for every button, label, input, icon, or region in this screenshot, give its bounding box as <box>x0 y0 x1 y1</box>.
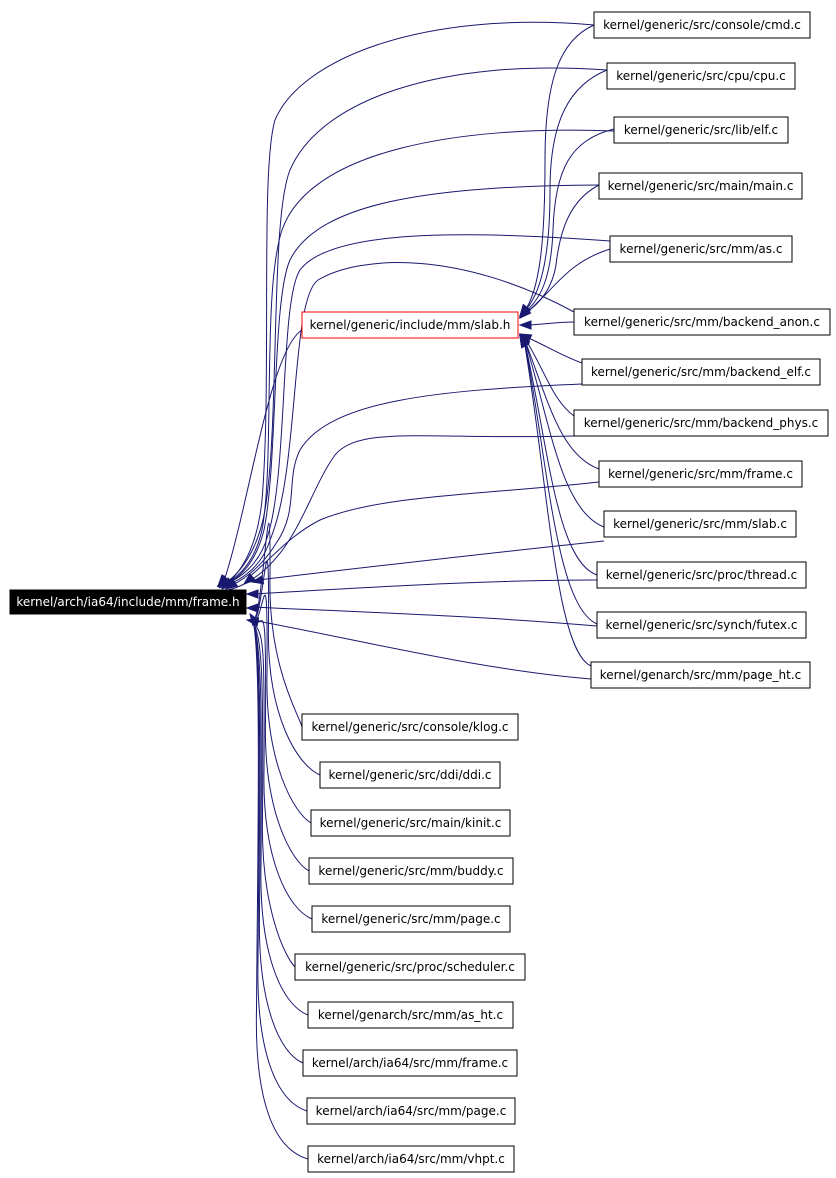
graph-arrowheads <box>216 303 533 627</box>
node-label: kernel/generic/src/lib/elf.c <box>624 123 778 137</box>
node-kernel-generic-src-mm-slab-c[interactable]: kernel/generic/src/mm/slab.c <box>603 510 797 538</box>
node-kernel-generic-src-mm-backend-anon-c[interactable]: kernel/generic/src/mm/backend_anon.c <box>573 308 831 336</box>
node-label: kernel/generic/src/ddi/ddi.c <box>328 768 491 782</box>
node-kernel-generic-src-mm-backend-elf-c[interactable]: kernel/generic/src/mm/backend_elf.c <box>581 358 821 386</box>
node-kernel-genarch-src-mm-page-ht-c[interactable]: kernel/genarch/src/mm/page_ht.c <box>590 661 811 689</box>
node-label: kernel/generic/src/mm/buddy.c <box>318 864 503 878</box>
edge-node-6-to-slab-h <box>523 335 583 364</box>
graph-nodes: kernel/generic/src/console/cmd.c kernel/g… <box>294 11 831 1173</box>
edge-node-16-to-root <box>251 617 310 872</box>
node-kernel-generic-src-console-cmd-c[interactable]: kernel/generic/src/console/cmd.c <box>593 11 811 39</box>
edge-node-8-to-root <box>247 481 600 579</box>
edge-node-22-to-root <box>251 617 309 1160</box>
edge-node-0-to-root <box>224 21 595 586</box>
arrow-slab-h-from-node-5 <box>518 320 532 330</box>
edge-node-8-to-slab-h <box>523 337 600 470</box>
edge-node-21-to-root <box>251 617 308 1112</box>
edge-node-4-to-root <box>217 234 611 588</box>
node-kernel-generic-src-mm-as-c[interactable]: kernel/generic/src/mm/as.c <box>609 235 793 263</box>
arrow-root-from-node-8 <box>242 573 256 585</box>
node-label: kernel/arch/ia64/src/mm/page.c <box>316 1104 507 1118</box>
node-label: kernel/generic/src/mm/as.c <box>620 242 783 256</box>
arrow-slab-h-from-node-4 <box>518 306 532 320</box>
node-label: kernel/generic/src/cpu/cpu.c <box>616 69 786 83</box>
edge-node-0-to-slab-h <box>523 24 595 313</box>
edge-node-2-to-root <box>219 129 615 587</box>
node-label: kernel/generic/src/main/kinit.c <box>320 816 502 830</box>
node-label: kernel/generic/src/mm/slab.c <box>613 517 787 531</box>
arrow-root-from-lower-nodes <box>249 612 261 627</box>
node-label: kernel/genarch/src/mm/page_ht.c <box>600 668 802 682</box>
node-label: kernel/generic/src/proc/scheduler.c <box>305 960 515 974</box>
node-kernel-arch-ia64-src-mm-page-c[interactable]: kernel/arch/ia64/src/mm/page.c <box>306 1097 516 1125</box>
edge-slab-h-to-root <box>224 329 303 579</box>
edge-node-18-to-root <box>251 617 296 968</box>
edge-node-7-to-slab-h <box>523 336 575 417</box>
edge-node-5-to-slab-h <box>529 321 575 326</box>
root-node-label: kernel/arch/ia64/include/mm/frame.h <box>16 595 239 609</box>
node-label: kernel/generic/src/mm/backend_phys.c <box>584 416 819 430</box>
node-slab-h[interactable]: kernel/generic/include/mm/slab.h <box>301 311 519 339</box>
node-label: kernel/generic/src/mm/backend_elf.c <box>591 365 811 379</box>
node-label: kernel/arch/ia64/src/mm/frame.c <box>312 1056 508 1070</box>
node-kernel-generic-src-mm-frame-c[interactable]: kernel/generic/src/mm/frame.c <box>598 460 803 488</box>
edge-node-12-to-slab-h <box>523 339 592 667</box>
edge-node-14-to-root <box>251 560 321 776</box>
edge-node-2-to-slab-h <box>523 128 615 314</box>
node-kernel-generic-src-cpu-cpu-c[interactable]: kernel/generic/src/cpu/cpu.c <box>606 62 796 90</box>
node-label: kernel/generic/src/console/cmd.c <box>603 18 801 32</box>
edge-node-17-to-root <box>251 617 313 920</box>
edge-node-3-to-root <box>218 184 600 588</box>
node-label: kernel/generic/src/mm/backend_anon.c <box>584 315 820 329</box>
edge-node-11-to-root <box>251 606 598 627</box>
node-kernel-generic-src-synch-futex-c[interactable]: kernel/generic/src/synch/futex.c <box>596 611 807 639</box>
graph-edges <box>217 21 615 1160</box>
arrow-root-from-node-9 <box>250 575 265 585</box>
node-label: kernel/generic/src/console/klog.c <box>311 720 508 734</box>
node-kernel-arch-ia64-src-mm-vhpt-c[interactable]: kernel/arch/ia64/src/mm/vhpt.c <box>307 1145 515 1173</box>
node-label: kernel/arch/ia64/src/mm/vhpt.c <box>317 1152 505 1166</box>
edge-node-12-to-root <box>251 619 592 680</box>
node-kernel-generic-src-mm-buddy-c[interactable]: kernel/generic/src/mm/buddy.c <box>308 857 514 885</box>
edge-node-1-to-root <box>221 67 608 586</box>
node-label: kernel/generic/src/synch/futex.c <box>606 618 798 632</box>
node-kernel-generic-src-console-klog-c[interactable]: kernel/generic/src/console/klog.c <box>301 713 519 741</box>
node-kernel-generic-src-proc-scheduler-c[interactable]: kernel/generic/src/proc/scheduler.c <box>294 953 526 981</box>
node-kernel-generic-src-ddi-ddi-c[interactable]: kernel/generic/src/ddi/ddi.c <box>319 761 501 789</box>
edge-node-19-to-root <box>251 617 309 1016</box>
node-kernel-arch-ia64-src-mm-frame-c[interactable]: kernel/arch/ia64/src/mm/frame.c <box>302 1049 518 1077</box>
edge-node-1-to-slab-h <box>523 69 608 313</box>
node-label: kernel/genarch/src/mm/as_ht.c <box>318 1008 503 1022</box>
node-kernel-generic-src-mm-backend-phys-c[interactable]: kernel/generic/src/mm/backend_phys.c <box>573 409 829 437</box>
arrow-root-from-node-7 <box>224 578 239 590</box>
edge-node-11-to-slab-h <box>523 338 598 625</box>
edge-node-13-to-root <box>251 522 303 728</box>
node-label: kernel/generic/src/mm/frame.c <box>608 467 793 481</box>
node-label: kernel/generic/src/proc/thread.c <box>606 568 797 582</box>
arrow-slab-h-from-node-12 <box>519 334 530 349</box>
edge-node-15-to-root <box>251 594 312 824</box>
node-kernel-generic-src-mm-page-c[interactable]: kernel/generic/src/mm/page.c <box>311 905 511 933</box>
root-node: kernel/arch/ia64/include/mm/frame.h <box>9 589 247 615</box>
node-kernel-generic-src-main-kinit-c[interactable]: kernel/generic/src/main/kinit.c <box>310 809 511 837</box>
node-kernel-generic-src-main-main-c[interactable]: kernel/generic/src/main/main.c <box>598 172 803 200</box>
edge-node-9-to-slab-h <box>523 337 605 528</box>
arrow-root-from-node-11 <box>245 603 259 613</box>
edge-node-10-to-root <box>251 579 598 595</box>
arrow-root-from-node-5 <box>216 575 230 587</box>
node-kernel-generic-src-lib-elf-c[interactable]: kernel/generic/src/lib/elf.c <box>613 116 789 144</box>
edge-node-9-to-root <box>257 540 605 581</box>
node-label: kernel/generic/src/main/main.c <box>608 179 794 193</box>
arrow-root-from-node-10 <box>245 589 259 599</box>
edge-node-4-to-slab-h <box>523 248 611 316</box>
node-kernel-generic-src-proc-thread-c[interactable]: kernel/generic/src/proc/thread.c <box>596 561 807 589</box>
node-slab-h-label: kernel/generic/include/mm/slab.h <box>310 318 511 332</box>
node-label: kernel/generic/src/mm/page.c <box>321 912 500 926</box>
edge-node-10-to-slab-h <box>523 338 598 576</box>
edge-node-6-to-root <box>221 383 583 590</box>
edge-node-20-to-root <box>251 617 304 1064</box>
node-kernel-genarch-src-mm-as-ht-c[interactable]: kernel/genarch/src/mm/as_ht.c <box>307 1001 514 1029</box>
